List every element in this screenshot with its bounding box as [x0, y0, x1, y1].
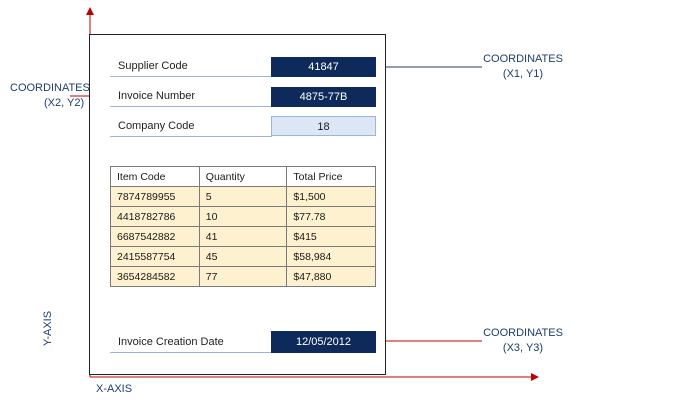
cell-item-code: 4418782786: [110, 206, 200, 227]
cell-quantity: 45: [198, 246, 288, 267]
supplier-code-underline: [110, 76, 272, 77]
cell-total-price: $58,984: [286, 246, 376, 267]
cell-item-code: 3654284582: [110, 266, 200, 287]
items-table: Item Code Quantity Total Price 787478995…: [110, 166, 376, 287]
company-code-underline: [110, 136, 272, 137]
callout-x3y3-title: COORDINATES: [483, 327, 563, 339]
column-header-item-code: Item Code: [110, 166, 200, 187]
supplier-code-value: 41847: [271, 57, 376, 77]
table-row: 6687542882 41 $415: [110, 226, 376, 247]
supplier-code-label: Supplier Code: [118, 60, 188, 72]
company-code-label: Company Code: [118, 120, 195, 132]
invoice-date-value: 12/05/2012: [271, 331, 376, 353]
cell-total-price: $415: [286, 226, 376, 247]
table-header-row: Item Code Quantity Total Price: [110, 166, 376, 187]
cell-quantity: 41: [198, 226, 288, 247]
table-row: 3654284582 77 $47,880: [110, 266, 376, 287]
cell-quantity: 10: [198, 206, 288, 227]
cell-total-price: $1,500: [286, 186, 376, 207]
invoice-number-value: 4875-77B: [271, 87, 376, 107]
table-row: 4418782786 10 $77.78: [110, 206, 376, 227]
company-code-value: 18: [271, 116, 376, 136]
callout-x3y3: COORDINATES (X3, Y3): [478, 326, 568, 356]
column-header-quantity: Quantity: [198, 166, 288, 187]
callout-x2y2: COORDINATES (X2, Y2): [0, 81, 90, 111]
cell-item-code: 7874789955: [110, 186, 200, 207]
invoice-number-label: Invoice Number: [118, 90, 196, 102]
invoice-number-underline: [110, 106, 272, 107]
y-axis-label: Y-AXIS: [42, 310, 54, 346]
cell-quantity: 5: [198, 186, 288, 207]
callout-x1y1-title: COORDINATES: [483, 53, 563, 65]
callout-x3y3-coords: (X3, Y3): [502, 342, 544, 354]
invoice-date-label: Invoice Creation Date: [118, 336, 224, 348]
x-axis-label: X-AXIS: [96, 383, 133, 395]
table-row: 7874789955 5 $1,500: [110, 186, 376, 207]
callout-x2y2-coords: (X2, Y2): [44, 97, 85, 109]
invoice-date-underline: [110, 352, 272, 353]
table-row: 2415587754 45 $58,984: [110, 246, 376, 267]
cell-item-code: 2415587754: [110, 246, 200, 267]
column-header-total-price: Total Price: [286, 166, 376, 187]
cell-total-price: $47,880: [286, 266, 376, 287]
cell-total-price: $77.78: [286, 206, 376, 227]
cell-quantity: 77: [198, 266, 288, 287]
callout-x1y1: COORDINATES (X1, Y1): [478, 52, 568, 82]
callout-x1y1-coords: (X1, Y1): [502, 68, 544, 80]
cell-item-code: 6687542882: [110, 226, 200, 247]
callout-x2y2-title: COORDINATES: [10, 82, 90, 94]
